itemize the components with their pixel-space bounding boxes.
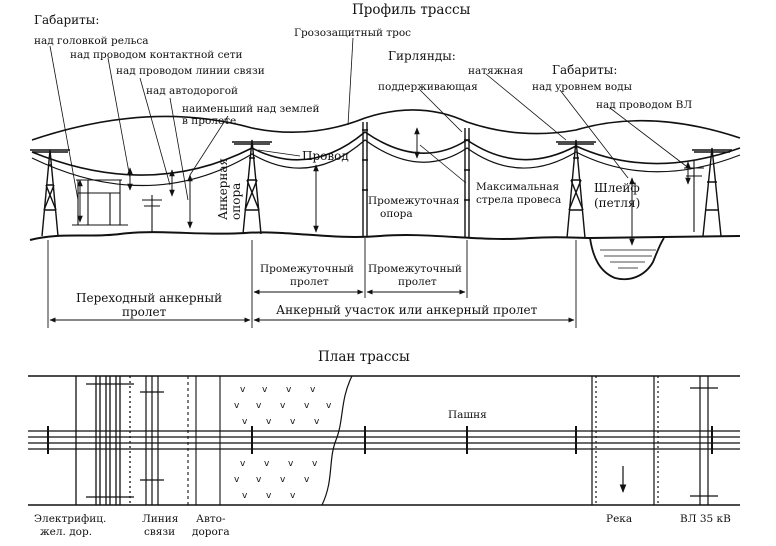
label-over-vl-wire: над проводом ВЛ <box>596 99 692 111</box>
vl-crossing-pole <box>684 160 704 232</box>
tower-anchor-3 <box>556 139 596 239</box>
label-garlands: Гирлянды: <box>388 49 456 63</box>
label-min-over-ground-1: наименьший над землей <box>182 103 320 115</box>
plan-towers <box>47 426 713 454</box>
leader-lines <box>49 37 687 201</box>
plan-title: План трассы <box>318 349 410 365</box>
span-dimensions <box>47 238 577 328</box>
label-max-sag-2: стрела провеса <box>476 194 561 206</box>
label-gabarity-right: Габариты: <box>552 63 617 77</box>
label-anchor-section: Анкерный участок или анкерный пролет <box>276 303 538 317</box>
svg-text:v: v <box>266 491 272 501</box>
main-wire <box>31 130 741 176</box>
label-transition-span-2: пролет <box>122 305 167 319</box>
label-max-sag-1: Максимальная <box>476 181 560 193</box>
plan-railway-label-1: Электрифиц. <box>34 513 106 525</box>
svg-text:v: v <box>264 459 270 469</box>
svg-text:v: v <box>266 417 272 427</box>
plan-railway-label-2: жел. дор. <box>40 526 92 538</box>
plan-railway <box>75 376 134 505</box>
label-gabarity-left: Габариты: <box>34 13 99 27</box>
svg-text:v: v <box>242 491 248 501</box>
svg-text:v: v <box>280 475 286 485</box>
plan-frame <box>28 375 740 506</box>
svg-text:v: v <box>262 385 268 395</box>
svg-text:v: v <box>290 417 296 427</box>
svg-text:v: v <box>290 491 296 501</box>
dimension-arrows <box>77 127 691 246</box>
svg-text:v: v <box>310 385 316 395</box>
comm-pole <box>142 195 162 232</box>
svg-text:v: v <box>240 459 246 469</box>
svg-text:v: v <box>242 417 248 427</box>
plan-line-wires <box>28 430 740 450</box>
svg-text:v: v <box>286 385 292 395</box>
svg-text:v: v <box>234 475 240 485</box>
profile-title: Профиль трассы <box>352 2 471 18</box>
plan-field-boundary <box>321 375 353 506</box>
label-wire: Провод <box>302 149 349 163</box>
label-interm-span-1-a: Промежуточный <box>260 263 354 275</box>
svg-text:v: v <box>256 475 262 485</box>
label-interm-span-1-b: Промежуточный <box>368 263 462 275</box>
plan-comm-line <box>140 376 164 505</box>
svg-text:v: v <box>234 401 240 411</box>
label-jumper-2: (петля) <box>594 196 640 210</box>
water-waves <box>600 249 656 269</box>
plan-river-label: Река <box>606 513 632 525</box>
plan-river <box>591 376 659 505</box>
label-anchor-support-2: опора <box>229 183 243 220</box>
svg-text:v: v <box>304 401 310 411</box>
plan-comm-label-2: связи <box>144 526 175 538</box>
tower-left-anchor <box>30 149 70 237</box>
river-profile <box>589 237 665 281</box>
label-transition-span-1: Переходный анкерный <box>76 291 222 305</box>
plan-comm-label-1: Линия <box>142 513 179 525</box>
svg-text:v: v <box>256 401 262 411</box>
plan-vl-label: ВЛ 35 кВ <box>680 513 731 525</box>
label-interm-span-2-b: пролет <box>398 276 437 288</box>
label-over-road: над автодорогой <box>146 85 238 97</box>
svg-text:v: v <box>312 459 318 469</box>
plan-field-label: Пашня <box>448 409 487 421</box>
plan-vl35 <box>690 376 718 505</box>
tower-right <box>692 147 732 237</box>
label-over-contact-wire: над проводом контактной сети <box>70 49 243 61</box>
label-ground-wire: Грозозащитный трос <box>294 27 411 39</box>
ground-wire <box>31 109 741 141</box>
svg-text:v: v <box>240 385 246 395</box>
svg-text:v: v <box>288 459 294 469</box>
label-suspension: поддерживающая <box>378 81 478 93</box>
label-interm-span-2-a: пролет <box>290 276 329 288</box>
ground-line <box>29 231 741 241</box>
label-interm-support-1: Промежуточная <box>368 195 460 207</box>
svg-text:v: v <box>314 417 320 427</box>
svg-text:v: v <box>304 475 310 485</box>
plan-road-label-2: дорога <box>192 526 230 538</box>
plan-road <box>187 376 221 505</box>
svg-text:v: v <box>280 401 286 411</box>
label-interm-support-2: опора <box>380 208 413 220</box>
label-min-over-ground-2: в пролете <box>182 115 236 127</box>
label-anchor-support-1: Анкерная <box>216 158 230 220</box>
label-over-water: над уровнем воды <box>532 81 632 93</box>
label-jumper-1: Шлейф <box>594 181 640 195</box>
label-over-rail-head: над головкой рельса <box>34 35 148 47</box>
lower-wire <box>31 139 741 187</box>
tower-anchor-2 <box>232 139 272 235</box>
plan-road-label-1: Авто- <box>196 513 226 525</box>
svg-text:v: v <box>326 401 332 411</box>
label-tension: натяжная <box>468 65 524 77</box>
label-over-comm-line: над проводом линии связи <box>116 65 265 77</box>
